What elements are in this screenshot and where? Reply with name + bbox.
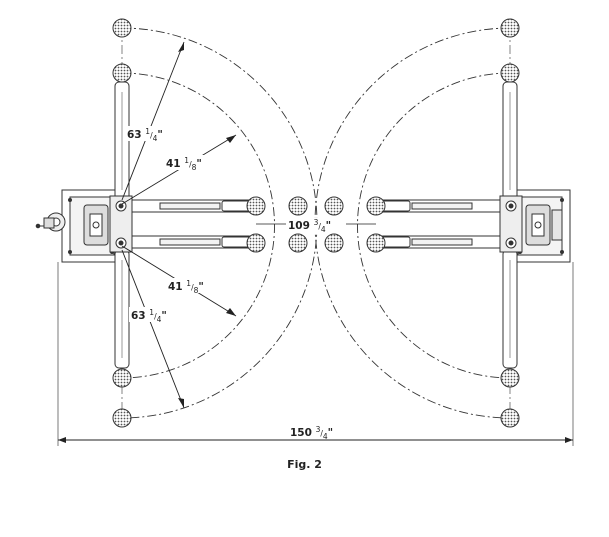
pad-right-bottom-near — [500, 368, 520, 388]
dim-arm-short-lower: 41 1/8" — [168, 279, 204, 295]
pad-left-top-near — [112, 63, 132, 83]
arc-right-short — [357, 72, 511, 379]
pad-left-upper-long — [288, 196, 308, 216]
pad-left-lower-short — [246, 233, 266, 253]
arc-left-short — [121, 72, 275, 379]
pad-left-upper-short — [246, 196, 266, 216]
figure-caption: Fig. 2 — [287, 458, 322, 471]
left-column-base — [35, 189, 123, 263]
dimension-arrows — [58, 42, 573, 443]
pad-right-upper-long — [324, 196, 344, 216]
dim-overall-width: 150 3/4" — [290, 425, 333, 441]
pad-right-top-near — [500, 63, 520, 83]
pad-right-upper-short — [366, 196, 386, 216]
pad-left-top-far — [112, 18, 132, 38]
pad-right-top-far — [500, 18, 520, 38]
dim-arm-short-upper: 41 1/8" — [166, 156, 202, 172]
left-arms — [109, 81, 253, 369]
pad-right-lower-long — [324, 233, 344, 253]
right-arms — [379, 81, 523, 369]
pad-right-bottom-far — [500, 408, 520, 428]
lift-pads — [112, 18, 520, 428]
pad-left-lower-long — [288, 233, 308, 253]
dim-inner-width: 109 3/4" — [288, 218, 331, 234]
pad-left-bottom-near — [112, 368, 132, 388]
dim-arm-long-upper: 63 1/4" — [127, 127, 163, 143]
dim-arm-long-lower: 63 1/4" — [131, 308, 167, 324]
pad-right-lower-short — [366, 233, 386, 253]
pad-left-bottom-far — [112, 408, 132, 428]
